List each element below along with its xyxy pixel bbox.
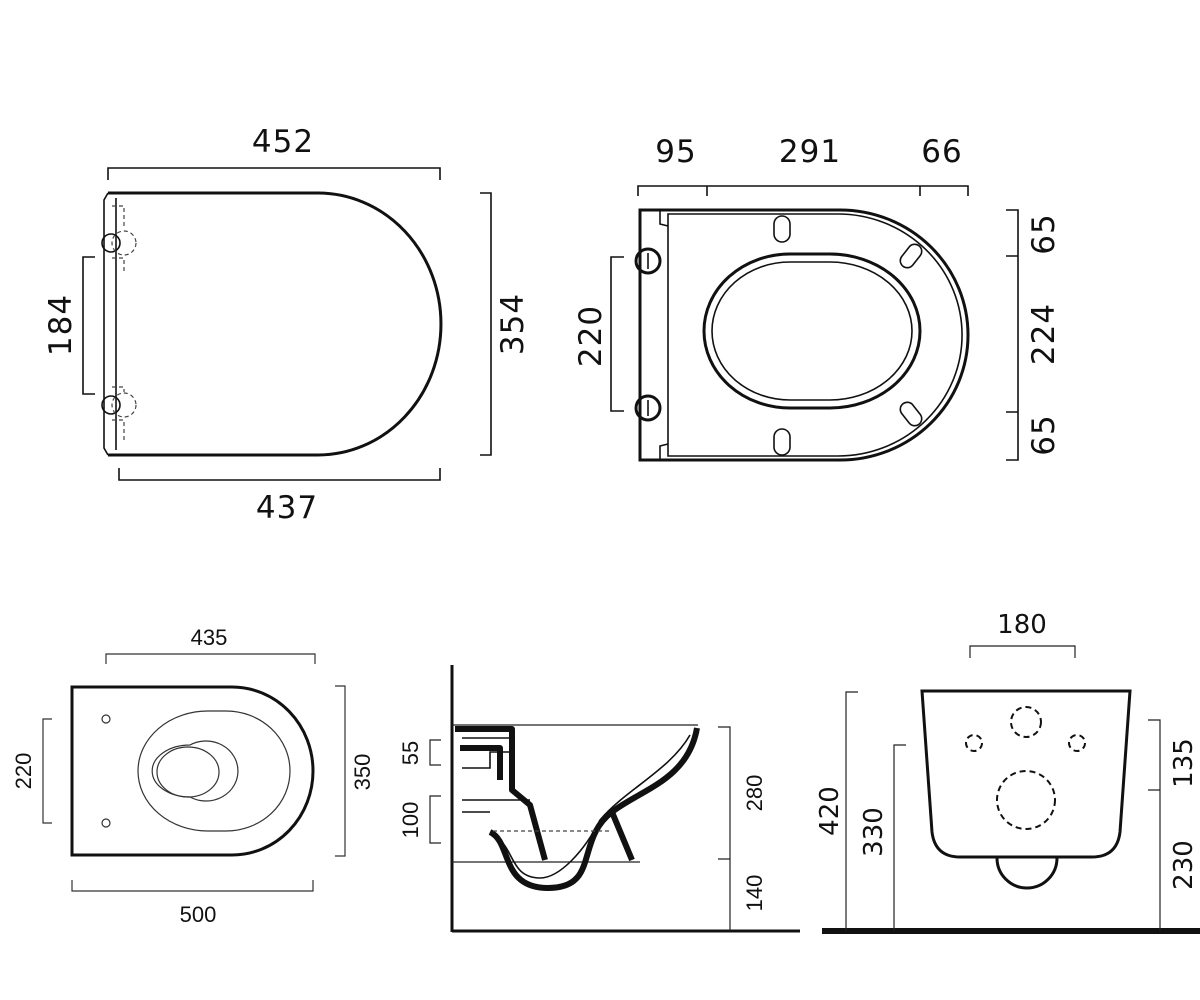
inlet-connector [462, 737, 511, 769]
dim-label-452: 452 [252, 124, 314, 160]
dim-line-180 [969, 645, 1076, 658]
dim-line-135-230 [1148, 719, 1161, 931]
hinge-top [101, 205, 137, 272]
dim-line-354 [480, 192, 492, 456]
fixing-hole-left [965, 734, 983, 752]
seat-ring-hinge-notches [659, 210, 669, 460]
dim-label-95: 95 [655, 134, 696, 170]
bowl-side-section: 55 100 280 140 [398, 665, 800, 933]
bowl-front-wall [609, 727, 700, 862]
hinge-bottom [101, 386, 137, 442]
dim-line-right-segments [1006, 209, 1019, 461]
seat-ring-opening-inner [711, 261, 913, 401]
bowl-rim [137, 710, 291, 832]
dim-line-452 [107, 167, 441, 180]
fixing-hole-top [101, 714, 111, 724]
seat-ring-plan-view: 95 291 66 220 65 224 65 [573, 134, 1062, 462]
dim-label-354: 354 [495, 293, 531, 355]
seat-ring-outer [638, 208, 970, 462]
dim-label-224: 224 [1026, 303, 1062, 365]
dim-line-420 [845, 691, 858, 931]
dim-label-350: 350 [350, 754, 375, 791]
dim-line-435 [105, 653, 316, 664]
seat-hinge-edge [103, 192, 109, 456]
dim-label-135: 135 [1169, 738, 1199, 788]
bowl-rear-view: 180 420 330 135 230 [815, 610, 1200, 934]
dim-label-330: 330 [859, 807, 889, 857]
fixing-hole-bottom [101, 818, 111, 828]
seat-ring-opening [702, 252, 922, 410]
dim-line-220-bottom [42, 718, 52, 824]
seat-outline [108, 191, 443, 457]
fixing-hole-right [1068, 734, 1086, 752]
dim-label-230: 230 [1169, 840, 1199, 890]
dim-label-100: 100 [398, 802, 423, 839]
dim-label-180: 180 [997, 610, 1047, 640]
outlet-hole [996, 770, 1056, 830]
dim-label-55: 55 [398, 741, 423, 765]
dim-label-184: 184 [43, 294, 79, 356]
fixing-points [634, 247, 662, 422]
dim-label-65-bottom: 65 [1026, 414, 1062, 455]
dim-line-437 [118, 468, 441, 481]
seat-buffers [773, 215, 923, 456]
dim-label-66: 66 [921, 134, 962, 170]
dim-line-330 [893, 744, 906, 931]
dim-label-220-top: 220 [573, 305, 609, 367]
dim-line-280-140 [718, 726, 731, 931]
bowl-back-outline [920, 689, 1132, 859]
seat-lid-plan-view: 452 437 354 184 [43, 124, 531, 526]
dim-line-500 [71, 880, 314, 892]
dim-line-55 [429, 739, 441, 766]
dim-line-top-segments [637, 185, 969, 196]
bowl-trap [488, 809, 614, 891]
dim-line-350 [335, 685, 346, 857]
bowl-inlet-wall [455, 726, 548, 861]
dim-label-420: 420 [815, 786, 845, 836]
outlet-connector [462, 799, 530, 813]
dim-line-184 [82, 256, 95, 395]
bowl-outline [70, 685, 315, 857]
dim-label-437: 437 [256, 490, 318, 526]
seat-ring-inner-edge [667, 213, 963, 457]
bowl-well [151, 740, 239, 802]
dim-line-100 [429, 795, 441, 844]
dim-label-140: 140 [742, 875, 767, 912]
bowl-outlet [156, 746, 220, 798]
bowl-inner-surface [491, 734, 691, 879]
inlet-hole [1010, 706, 1042, 738]
dim-label-435: 435 [191, 625, 228, 650]
dim-label-220-bottom: 220 [11, 753, 36, 790]
dim-label-500: 500 [180, 902, 217, 927]
dim-label-65-top: 65 [1026, 213, 1062, 254]
dim-label-291: 291 [779, 134, 841, 170]
bowl-plan-view: 435 500 350 220 [11, 625, 375, 927]
dim-label-280: 280 [742, 775, 767, 812]
dim-line-220 [610, 256, 624, 412]
bowl-foot [995, 857, 1059, 890]
